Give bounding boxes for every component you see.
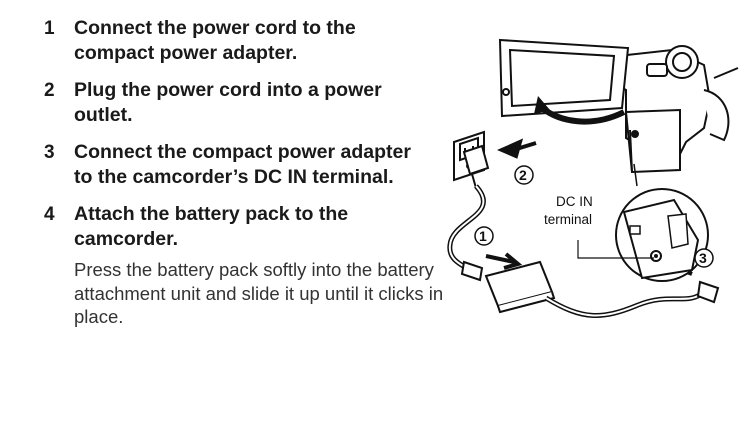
step-number: 2 [44,80,55,101]
callout-3: 3 [694,248,714,268]
callout-1-number: 1 [479,228,487,244]
connect-arrow-icon [485,252,523,270]
camcorder-icon [498,38,739,174]
callout-2-number: 2 [519,167,527,183]
step-text: Plug the power cord into a power outlet. [74,79,382,126]
step-number: 3 [44,142,55,163]
step-4-detail: Press the battery pack softly into the b… [74,259,444,327]
wall-plug-icon [462,144,490,189]
callout-2: 2 [514,165,534,185]
dc-label-leader [577,240,654,259]
callout-1: 1 [474,226,494,246]
step-number: 1 [44,18,55,39]
power-connection-illustration: DC IN terminal 1 2 3 [442,30,742,335]
dc-cord [544,289,706,318]
dc-in-terminal-closeup [615,163,709,282]
dc-in-label-line1: DC IN [556,194,593,209]
power-adapter-icon [484,260,556,314]
step-number: 4 [44,204,55,225]
step-4: 4 Attach the battery pack to the camcord… [44,202,464,252]
instruction-steps: 1 Connect the power cord to the compact … [44,16,464,329]
illustration-svg: DC IN terminal 1 2 3 [447,38,739,318]
step-2: 2 Plug the power cord into a power outle… [44,78,464,128]
step-text: Connect the compact power adapter to the… [74,141,411,188]
step-3: 3 Connect the compact power adapter to t… [44,140,464,190]
step-text: Attach the battery pack to the camcorder… [74,203,349,250]
callout-3-number: 3 [699,250,707,266]
step-text: Connect the power cord to the compact po… [74,17,356,64]
dc-in-label-line2: terminal [544,212,592,227]
plug-in-arrow-icon [497,138,537,159]
cord-connector-icon [460,260,484,282]
step-1: 1 Connect the power cord to the compact … [44,16,464,66]
rotate-arrow-icon [534,96,626,125]
dc-plug-icon [696,280,720,304]
